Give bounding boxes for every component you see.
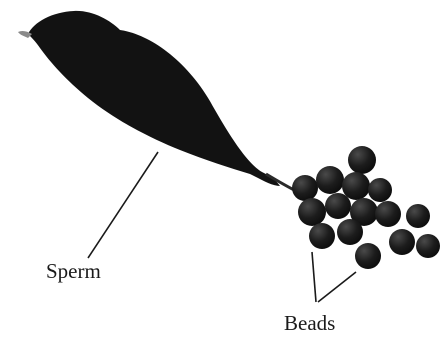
bead: [309, 223, 335, 249]
bead: [298, 198, 326, 226]
bead: [348, 146, 376, 174]
beads-leader-line-left: [312, 252, 316, 302]
beads-label: Beads: [284, 311, 335, 335]
sperm-label: Sperm: [46, 259, 101, 283]
sperm-head-shape: [28, 11, 280, 186]
bead: [342, 172, 370, 200]
bead: [368, 178, 392, 202]
bead: [375, 201, 401, 227]
bead: [389, 229, 415, 255]
bead: [416, 234, 440, 258]
bead: [325, 193, 351, 219]
bead: [355, 243, 381, 269]
bead-cluster: [292, 146, 440, 269]
bead: [316, 166, 344, 194]
beads-leader-line-right: [318, 272, 356, 302]
bead: [406, 204, 430, 228]
sperm-leader-line: [88, 152, 158, 258]
bead: [337, 219, 363, 245]
bead: [292, 175, 318, 201]
